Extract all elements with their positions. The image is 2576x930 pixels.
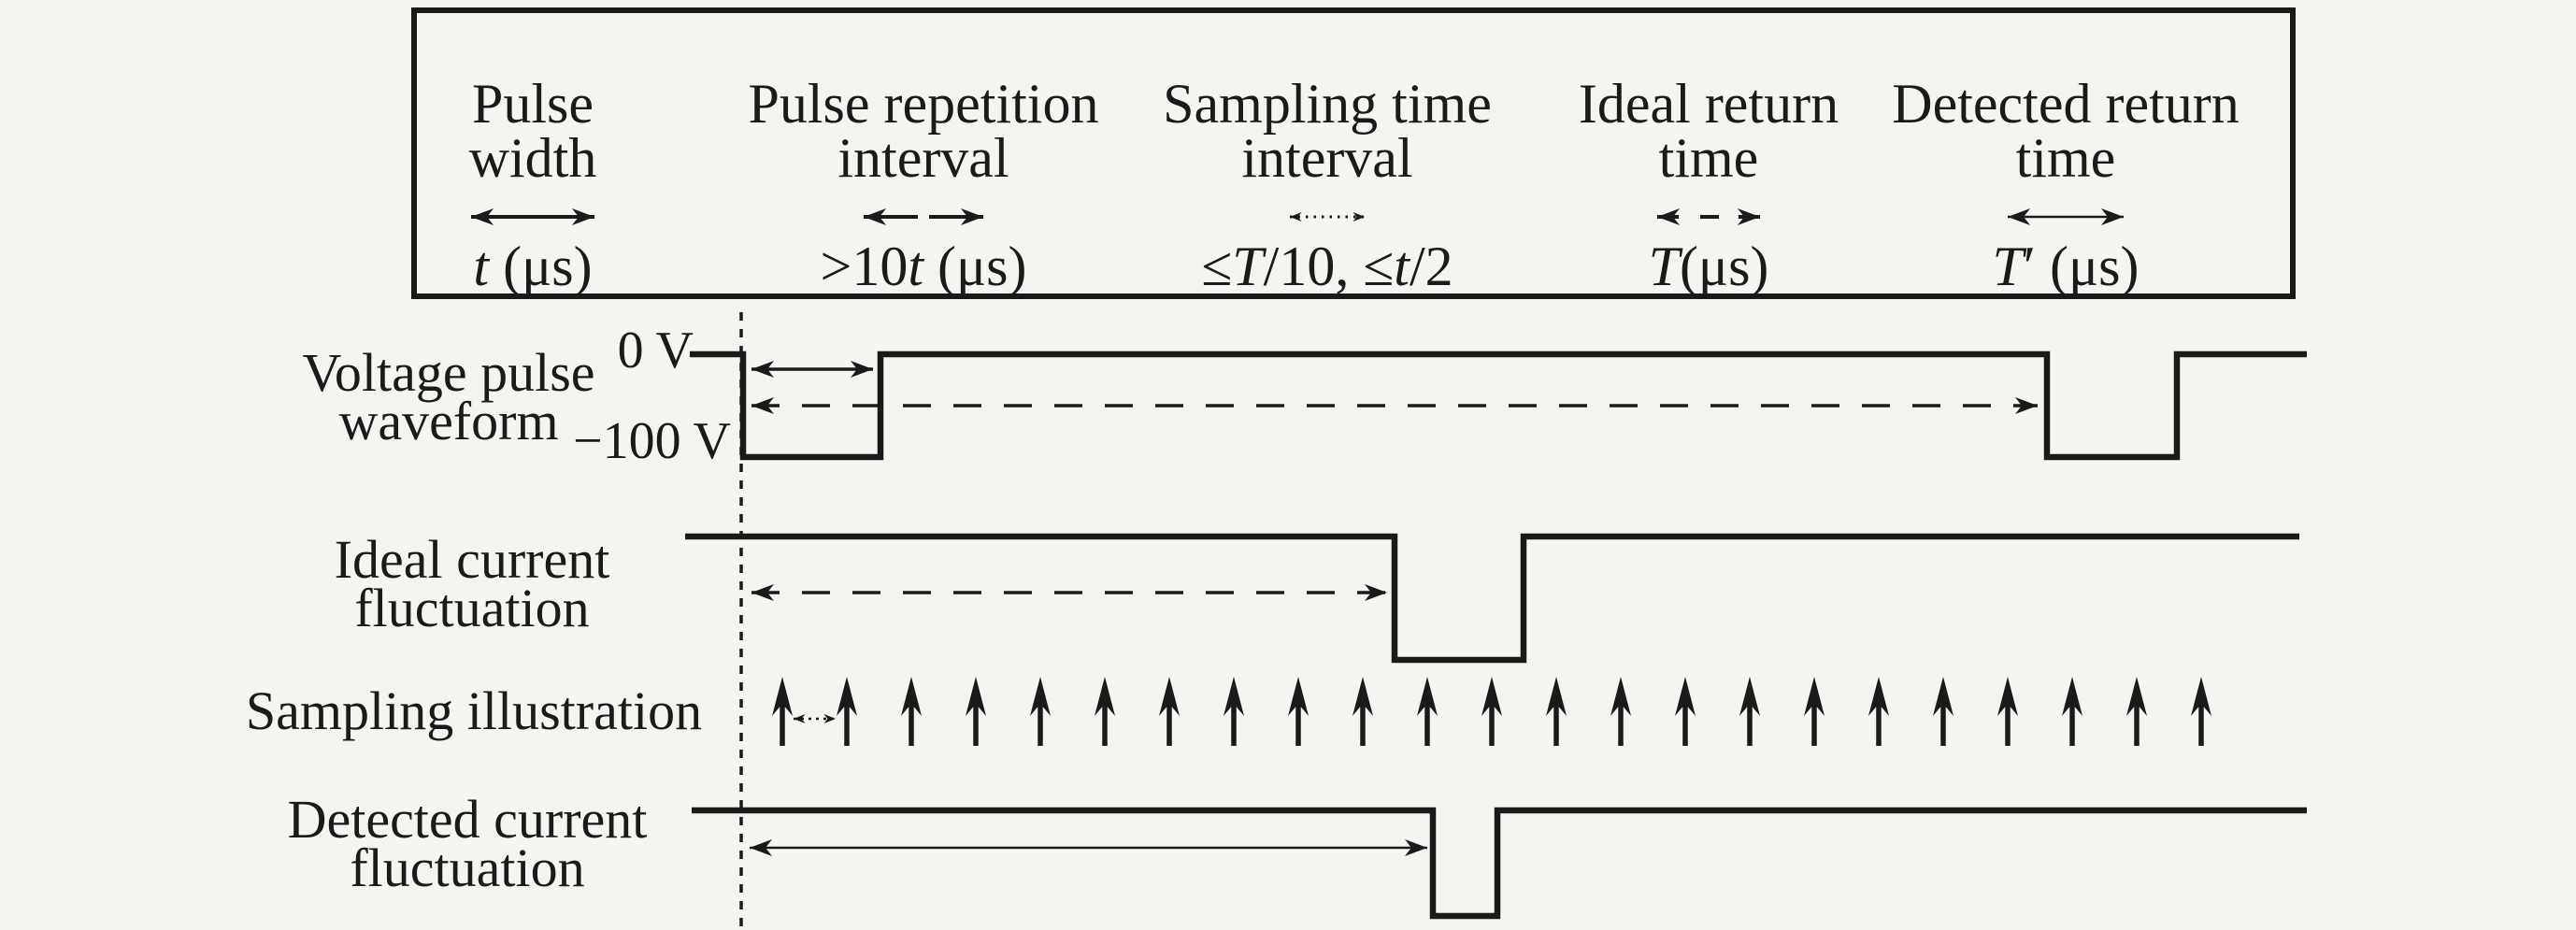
voltage-level-high-label: 0 V [617, 322, 694, 379]
legend-label-line: Detected return [1892, 73, 2240, 135]
legend-label-line: interval [837, 127, 1009, 189]
voltage-row-label: Voltage pulse waveform [302, 342, 595, 451]
sampling-arrow-icon [1997, 677, 2018, 716]
sampling-arrow-icon [772, 677, 793, 716]
sampling-arrow-icon [1933, 677, 1953, 716]
sampling-arrow-icon [1804, 677, 1825, 716]
sampling-arrow-icon [837, 677, 857, 716]
ideal-current-row-label: Ideal current fluctuation [334, 529, 610, 638]
legend-entry-detected-return-time: Detected return time T′ (μs) [1851, 65, 2281, 299]
detected-current-trace [692, 807, 2307, 920]
sampling-arrow-icon [1095, 677, 1115, 716]
sampling-arrow-icon [1288, 677, 1309, 716]
solid-double-arrow-icon [471, 208, 594, 225]
legend-value: T(μs) [1648, 236, 1769, 297]
sampling-arrow-icon [1352, 677, 1373, 716]
legend-entry-sampling-time-interval: Sampling time interval ≤T/10, ≤t/2 [1112, 65, 1542, 299]
sampling-arrow-icon [1159, 677, 1180, 716]
legend-entry-pulse-repetition-interval: Pulse repetition interval >10t (μs) [708, 65, 1138, 299]
sampling-arrow-icon [2062, 677, 2082, 716]
sampling-arrow-icon [1224, 677, 1244, 716]
legend-label-line: time [1658, 127, 1759, 189]
sampling-arrow-icon [1610, 677, 1631, 716]
legend-box [411, 7, 2296, 299]
legend-label-line: Pulse repetition [748, 73, 1099, 135]
legend-label-line: interval [1241, 127, 1413, 189]
sampling-arrow-icon [1675, 677, 1696, 716]
legend-label-line: width [468, 127, 597, 189]
legend-value: ≤T/10, ≤t/2 [1201, 236, 1453, 297]
legend-label-line: Sampling time [1163, 73, 1492, 135]
dashed-double-arrow-icon [1657, 208, 1760, 225]
sampling-arrows-group [772, 677, 2211, 746]
legend-entry-ideal-return-time: Ideal return time T(μs) [1494, 65, 1924, 299]
voltage-level-low-label: −100 V [572, 412, 731, 470]
sampling-arrow-icon [1546, 677, 1567, 716]
legend-entry-pulse-width: Pulse width t (μs) [318, 65, 748, 299]
sampling-arrow-icon [901, 677, 922, 716]
sampling-arrow-icon [1417, 677, 1438, 716]
sampling-row-label: Sampling illustration [245, 680, 703, 741]
sampling-arrow-icon [966, 677, 986, 716]
legend-value: t (μs) [473, 236, 593, 297]
detected-current-row-label: Detected current fluctuation [287, 789, 648, 898]
ideal-current-trace [685, 533, 2299, 664]
legend-label-line: Pulse [471, 73, 594, 135]
sampling-arrow-icon [1481, 677, 1502, 716]
sampling-arrow-icon [2191, 677, 2211, 716]
legend-value: T′ (μs) [1992, 236, 2140, 297]
sampling-arrow-icon [1030, 677, 1051, 716]
legend-label-line: Ideal return [1578, 73, 1839, 135]
legend-label-line: time [2015, 127, 2116, 189]
sampling-arrow-icon [1739, 677, 1760, 716]
sampling-arrow-icon [1868, 677, 1889, 716]
voltage-pulse-trace [690, 351, 2307, 461]
thin-double-arrow-icon [2008, 208, 2124, 225]
sampling-arrow-icon [2126, 677, 2147, 716]
legend-value: >10t (μs) [820, 236, 1027, 297]
split-outward-arrows-icon [864, 208, 983, 225]
